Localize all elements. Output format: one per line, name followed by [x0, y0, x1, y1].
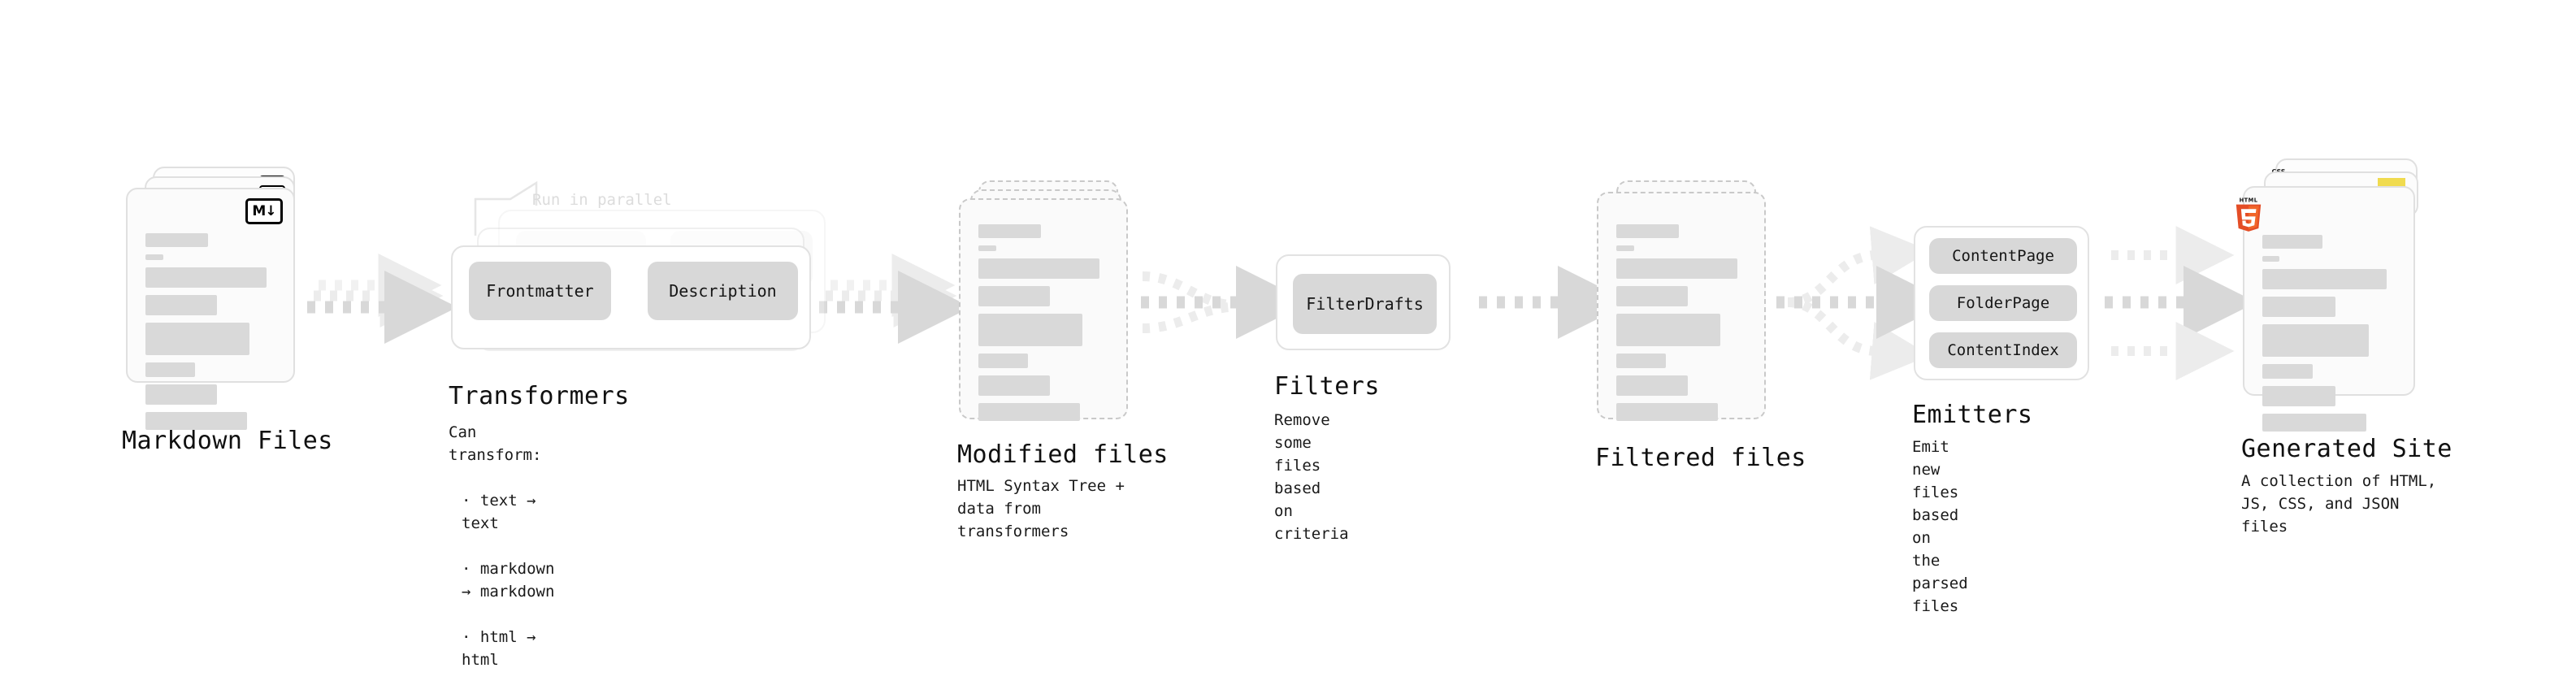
arrow-emitters-to-site: [2105, 226, 2257, 380]
transform-list-item-label: html → html: [462, 628, 536, 669]
transformer-pill-description-label: Description: [669, 281, 777, 301]
emitter-pill-folderpage-label: FolderPage: [1956, 294, 2050, 312]
skeleton-bar: [145, 295, 217, 315]
skeleton-bar: [978, 245, 997, 251]
stage-desc-filters: Remove some files based on criteria: [1274, 411, 1349, 543]
stage-modified-files: Modified files HTML Syntax Tree + data f…: [957, 180, 1168, 540]
skeleton-bar: [2262, 269, 2387, 289]
skeleton-bar: [145, 323, 249, 355]
emitter-pill-contentpage-label: ContentPage: [1952, 247, 2054, 265]
modified-doc-front: [959, 198, 1128, 421]
skeleton-bar: [1616, 224, 1679, 238]
site-doc-stack: CSS HTML: [2236, 158, 2446, 432]
markdown-icon: M↓: [245, 198, 283, 224]
skeleton-bar: [1616, 314, 1720, 346]
stage-title-emitters: Emitters: [1912, 401, 2033, 429]
stage-title-modified-files: Modified files: [957, 440, 1169, 469]
skeleton-bar: [145, 362, 195, 377]
skeleton-bar: [2262, 414, 2366, 432]
filter-pill-filterdrafts-label: FilterDrafts: [1306, 294, 1424, 314]
markdown-doc-front: M↓: [126, 188, 295, 430]
transformer-panel-front[interactable]: Frontmatter Description: [451, 245, 811, 349]
html5-icon: HTML: [2236, 197, 2262, 232]
transformer-pill-frontmatter-label: Frontmatter: [486, 281, 594, 301]
skeleton-bar: [145, 384, 217, 405]
transform-list-item: · text → text: [462, 492, 536, 532]
skeleton-bar: [1616, 403, 1718, 421]
stage-generated-site: CSS HTML: [2236, 158, 2452, 536]
skeleton-bar: [978, 354, 1028, 368]
stage-title-markdown-files: Markdown Files: [122, 427, 333, 455]
emitter-pill-folderpage[interactable]: FolderPage: [1929, 285, 2077, 321]
doc-skeleton: [2262, 235, 2396, 439]
skeleton-bar: [1616, 245, 1635, 251]
skeleton-bar: [2262, 324, 2370, 357]
stage-title-filtered-files: Filtered files: [1595, 444, 1806, 472]
doc-skeleton: [1616, 224, 1746, 428]
arrow-transformers-to-modified: [819, 254, 971, 344]
skeleton-bar: [145, 233, 208, 247]
skeleton-bar: [978, 375, 1050, 396]
skeleton-bar: [978, 314, 1082, 346]
filters-panel[interactable]: FilterDrafts: [1276, 254, 1451, 350]
emitter-pill-contentindex[interactable]: ContentIndex: [1929, 332, 2077, 368]
skeleton-bar: [978, 403, 1080, 421]
filter-pill-filterdrafts[interactable]: FilterDrafts: [1293, 274, 1437, 334]
svg-text:HTML: HTML: [2240, 197, 2258, 204]
transform-list-item: · markdown → markdown: [462, 560, 555, 601]
transform-list: Can transform: · text → text · markdown …: [449, 421, 554, 671]
filtered-doc-front: [1597, 192, 1766, 421]
skeleton-bar: [145, 254, 164, 260]
stage-title-filters: Filters: [1274, 372, 1380, 401]
transform-list-item-label: markdown → markdown: [462, 560, 555, 601]
emitter-pill-contentpage[interactable]: ContentPage: [1929, 238, 2077, 274]
skeleton-bar: [1616, 354, 1666, 368]
modified-doc-stack: [959, 180, 1146, 421]
arrow-modified-to-filters: [1141, 266, 1309, 339]
filtered-doc-stack: [1597, 180, 1784, 421]
transformer-pill-frontmatter[interactable]: Frontmatter: [469, 262, 611, 320]
skeleton-bar: [2262, 235, 2322, 249]
skeleton-bar: [2262, 256, 2280, 262]
transform-list-item: · html → html: [462, 628, 536, 669]
arrow-filtered-to-emitters: [1776, 226, 1949, 380]
transform-list-heading: Can transform:: [449, 423, 542, 464]
stage-desc-emitters: Emit new files based on the parsed files: [1912, 438, 1968, 615]
stage-filtered-files: Filtered files: [1595, 180, 1806, 472]
run-in-parallel-label: Run in parallel: [532, 191, 672, 209]
stage-title-transformers: Transformers: [449, 382, 630, 410]
doc-skeleton: [978, 224, 1108, 428]
skeleton-bar: [2262, 297, 2336, 317]
skeleton-bar: [2262, 364, 2314, 379]
markdown-doc-stack: M↓ M↓ M↓: [126, 167, 321, 430]
transformer-pill-description[interactable]: Description: [648, 262, 798, 320]
skeleton-bar: [1616, 375, 1688, 396]
skeleton-bar: [145, 412, 247, 430]
emitter-pill-contentindex-label: ContentIndex: [1947, 341, 2059, 359]
skeleton-bar: [2262, 386, 2336, 406]
transform-list-item-label: text → text: [462, 492, 536, 532]
skeleton-bar: [978, 258, 1099, 279]
skeleton-bar: [1616, 286, 1688, 306]
stage-desc-generated-site: A collection of HTML, JS, CSS, and JSON …: [2241, 472, 2437, 536]
doc-skeleton: [145, 233, 275, 437]
emitters-panel[interactable]: ContentPage FolderPage ContentIndex: [1914, 226, 2089, 380]
skeleton-bar: [978, 224, 1041, 238]
stage-markdown-files: M↓ M↓ M↓ Markdown Files: [122, 167, 332, 455]
stage-title-generated-site: Generated Site: [2241, 435, 2452, 463]
stage-desc-modified-files: HTML Syntax Tree + data from transformer…: [957, 477, 1125, 540]
skeleton-bar: [1616, 258, 1737, 279]
site-doc-front: HTML: [2236, 186, 2415, 432]
skeleton-bar: [978, 286, 1050, 306]
skeleton-bar: [145, 267, 267, 288]
